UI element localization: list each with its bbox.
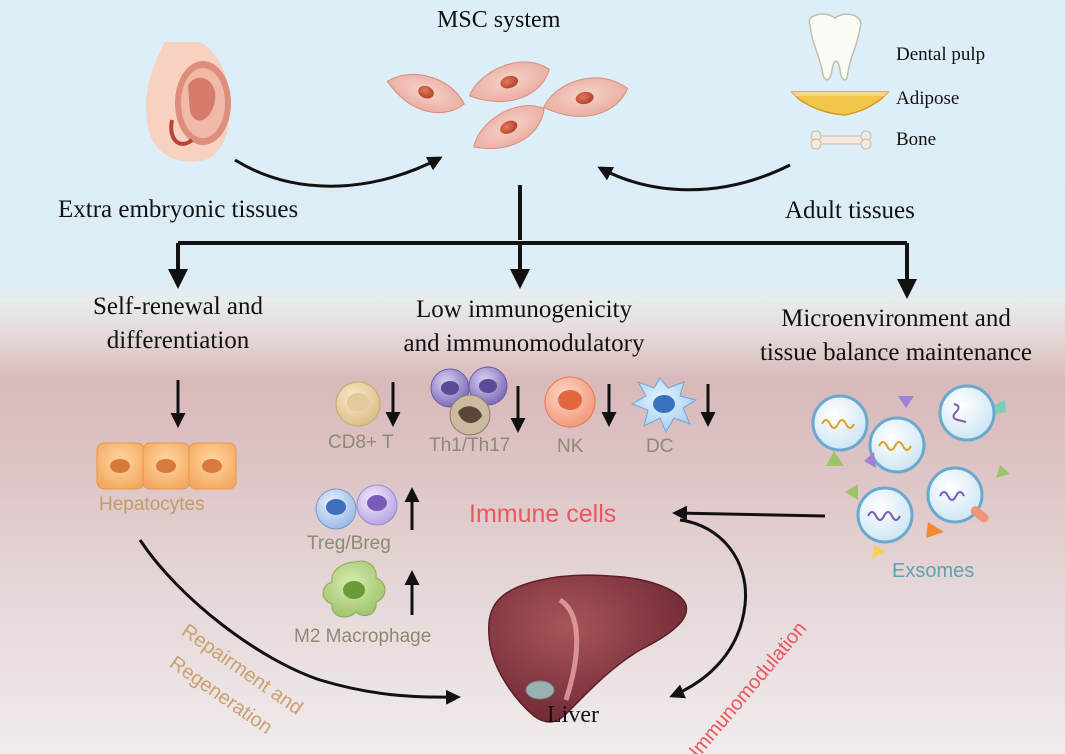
branch-immunogenicity-line1: Low immunogenicity [416,296,632,323]
branch-microenvironment-line1: Microenvironment and [781,305,1011,332]
diagram-title: MSC system [437,7,561,33]
dendritic-cell-icon [630,377,698,434]
liver-icon [488,574,688,723]
exosomes-label: Exsomes [892,560,975,582]
cd8-label: CD8+ T [328,432,394,453]
m2-macrophage-icon [322,560,386,618]
hepatocytes-label: Hepatocytes [99,494,205,515]
adipose-icon [790,91,890,116]
th-label: Th1/Th17 [429,435,511,456]
dc-label: DC [646,436,674,457]
extra-embryonic-arrow [234,156,443,188]
liver-label: Liver [547,702,599,728]
immune-cells-label: Immune cells [469,500,617,528]
branch-immunogenicity: Low immunogenicity and immunomodulatory [388,293,660,361]
tooth-icon [808,13,862,81]
nk-cell-icon [544,376,596,428]
adult-tissues-label: Adult tissues [785,197,915,224]
exosomes-icon [811,384,1010,558]
branch-immunogenicity-line2: and immunomodulatory [403,330,645,357]
source-label-dental-pulp: Dental pulp [896,44,986,65]
adult-tissues-arrow [597,163,791,192]
branch-connector [178,185,907,245]
repair-arrow [138,539,461,705]
branch-self-renewal-line2: differentiation [106,327,250,354]
branch-self-renewal-line1: Self-renewal and [92,293,264,320]
treg-breg-cells-icon [315,484,398,530]
bone-icon [810,130,872,150]
extra-embryonic-label: Extra embryonic tissues [58,196,299,223]
m2-macrophage-label: M2 Macrophage [294,626,432,647]
hepatocytes-icon [96,442,237,490]
immunomodulation-arrow [669,518,748,699]
source-label-bone: Bone [896,129,937,150]
pregnancy-icon [145,42,231,162]
th1-th17-cells-icon [430,366,508,436]
exosome-to-immune-arrow [672,505,826,521]
branch-microenvironment-line2: tissue balance maintenance [759,339,1033,366]
nk-label: NK [557,436,584,457]
msc-cells-icon [386,61,629,149]
branch-microenvironment: Microenvironment and tissue balance main… [738,302,1054,370]
cd8-t-cell-icon [335,381,381,427]
treg-breg-label: Treg/Breg [307,533,391,554]
branch-self-renewal: Self-renewal and differentiation [66,290,290,358]
source-label-adipose: Adipose [896,88,960,109]
